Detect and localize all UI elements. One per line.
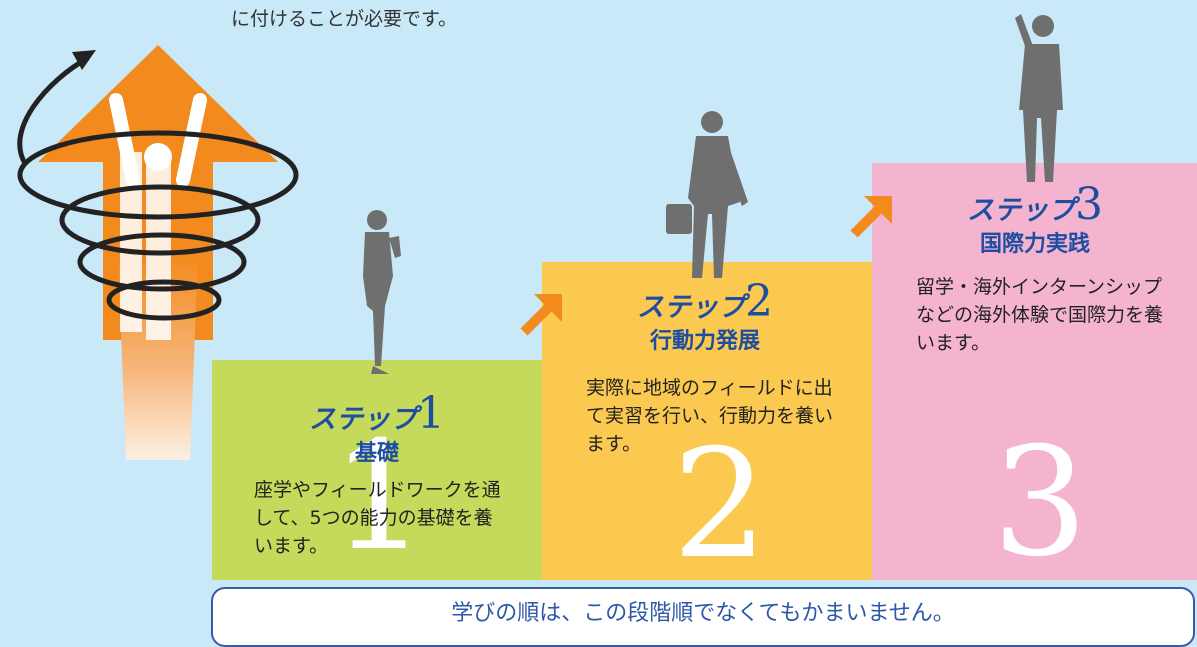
step-2-number: 2 — [745, 276, 773, 327]
fist-raised-silhouette — [1015, 14, 1063, 182]
order-note-text: 学びの順は、この段階順でなくてもかまいません。 — [451, 601, 955, 626]
step-2-label: ステップ — [637, 292, 745, 323]
step-1-number: 1 — [417, 388, 445, 439]
businesswoman-silhouette — [363, 210, 401, 374]
order-note-box: 学びの順は、この段階順でなくてもかまいません。 — [211, 587, 1195, 647]
step-3-label: ステップ — [967, 195, 1075, 226]
step-1-heading: ステップ1 基礎 — [272, 388, 482, 467]
step-3-panel: 3 ステップ3 国際力実践 留学・海外インターンシップなどの海外体験で国際力を養… — [872, 163, 1197, 580]
step-2-subtitle: 行動力発展 — [649, 329, 760, 354]
step-2-heading: ステップ2 行動力発展 — [600, 276, 810, 355]
step-3-subtitle: 国際力実践 — [979, 232, 1090, 257]
businessman-silhouette — [666, 111, 748, 278]
step-1-label: ステップ — [309, 404, 417, 435]
step-1-subtitle: 基礎 — [354, 441, 399, 466]
step-2-description: 実際に地域のフィールドに出て実習を行い、行動力を養います。 — [586, 377, 834, 455]
rising-figure-arrow-illustration — [17, 45, 299, 460]
step-3-heading: ステップ3 国際力実践 — [930, 179, 1140, 258]
step-2-big-number: 2 — [672, 418, 768, 580]
orange-diagonal-arrow-icon — [850, 196, 892, 238]
step-3-description: 留学・海外インターンシップなどの海外体験で国際力を養います。 — [916, 276, 1164, 354]
step-2-panel: 2 ステップ2 行動力発展 実際に地域のフィールドに出て実習を行い、行動力を養い… — [542, 262, 873, 580]
intro-text: に付けることが必要です。 — [231, 8, 458, 30]
step-3-number: 3 — [1075, 179, 1103, 230]
orange-diagonal-arrow-icon — [520, 294, 562, 336]
step-1-big-number: 1 — [331, 410, 427, 580]
step-1-description: 座学やフィールドワークを通して、5つの能力の基礎を養います。 — [254, 479, 501, 557]
step-3-big-number: 3 — [992, 416, 1088, 580]
step-1-panel: 1 ステップ1 基礎 座学やフィールドワークを通して、5つの能力の基礎を養います… — [212, 360, 543, 580]
